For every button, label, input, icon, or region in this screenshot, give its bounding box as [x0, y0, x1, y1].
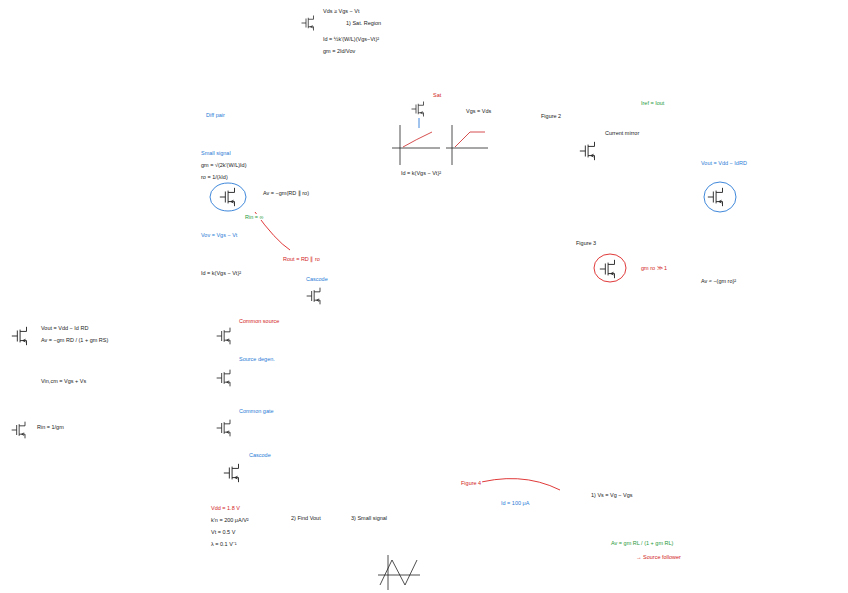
- axes: [446, 125, 488, 165]
- note-text: Vout = Vdd − Id RD: [40, 325, 89, 331]
- transistor-symbol: [217, 370, 230, 387]
- note-text: Figure 4: [460, 480, 482, 486]
- note-text: Small signal: [200, 150, 232, 156]
- note-text: Vov = Vgs − Vt: [200, 232, 238, 238]
- note-text: Vds ≥ Vgs − Vt: [322, 8, 361, 14]
- transistor-symbol: [412, 102, 424, 117]
- note-text: Id = 100 μA: [500, 500, 530, 506]
- note-text: Iref = Iout: [640, 100, 665, 106]
- note-text: Av = −gm(RD ∥ ro): [262, 190, 310, 196]
- note-text: Vt = 0.5 V: [210, 529, 236, 535]
- note-text: Rin = ∞: [244, 214, 264, 220]
- note-text: Av = −gm RD / (1 + gm RS): [40, 337, 109, 343]
- note-text: Vout = Vdd − IdRD: [700, 160, 748, 166]
- note-text: gm = 2Id/Vov: [322, 48, 356, 54]
- note-text: Vin,cm = Vgs + Vs: [40, 378, 87, 384]
- triangle-wave: [380, 560, 417, 585]
- note-text: → Source follower: [635, 554, 682, 560]
- axes: [392, 125, 440, 165]
- curve: [403, 132, 432, 147]
- note-text: Common gate: [238, 408, 275, 414]
- note-text: Id = ½k'(W/L)(Vgs−Vt)²: [322, 36, 380, 42]
- note-text: Cascode: [248, 452, 272, 458]
- note-text: Common source: [238, 318, 280, 324]
- curve: [455, 132, 485, 147]
- note-text: Diff pair: [205, 112, 226, 118]
- note-text: Vgs = Vds: [465, 108, 492, 114]
- transistor-symbol: [224, 464, 239, 482]
- note-text: Rin = 1/gm: [36, 424, 65, 430]
- note-text: Figure 2: [540, 113, 562, 119]
- note-text: Figure 3: [575, 240, 597, 246]
- note-text: Source degen.: [238, 356, 276, 362]
- transistor-symbol: [600, 260, 615, 278]
- note-text: Id = k(Vgs − Vt)²: [400, 170, 442, 176]
- transistor-symbol: [217, 328, 230, 345]
- transistor-symbol: [708, 188, 723, 206]
- note-text: gm = √(2k'(W/L)Id): [200, 162, 247, 168]
- transistor-symbol: [217, 420, 230, 437]
- transistor-symbol: [307, 288, 320, 305]
- graphs: [378, 125, 488, 590]
- highlights: [210, 118, 736, 490]
- transistor-sketches: [12, 16, 723, 483]
- note-text: k'n = 200 μA/V²: [210, 517, 250, 523]
- note-text: 2) Find Vout: [290, 515, 322, 521]
- note-text: Sat: [432, 92, 442, 98]
- note-text: gm ro ≫ 1: [640, 265, 668, 271]
- note-text: ro = 1/(λId): [200, 174, 229, 180]
- note-text: 1) Sat. Region: [345, 20, 382, 26]
- transistor-symbol: [12, 422, 25, 439]
- note-text: Av = gm RL / (1 + gm RL): [610, 540, 674, 546]
- note-text: Current mirror: [604, 130, 640, 136]
- axes: [378, 555, 420, 590]
- note-text: 1) Vs = Vg − Vgs: [590, 492, 634, 498]
- transistor-symbol: [12, 327, 27, 345]
- note-text: Vdd = 1.8 V: [210, 505, 241, 511]
- note-text: 3) Small signal: [350, 515, 388, 521]
- transistor-symbol: [580, 142, 595, 160]
- note-text: Cascode: [305, 276, 329, 282]
- note-text: Av ≈ −(gm ro)²: [700, 278, 737, 284]
- note-text: Id = k(Vgs − Vt)²: [200, 270, 242, 276]
- transistor-symbol: [302, 16, 314, 31]
- note-text: λ = 0.1 V⁻¹: [210, 541, 238, 547]
- transistor-symbol: [220, 188, 235, 206]
- note-text: Rout = RD ∥ ro: [282, 256, 321, 262]
